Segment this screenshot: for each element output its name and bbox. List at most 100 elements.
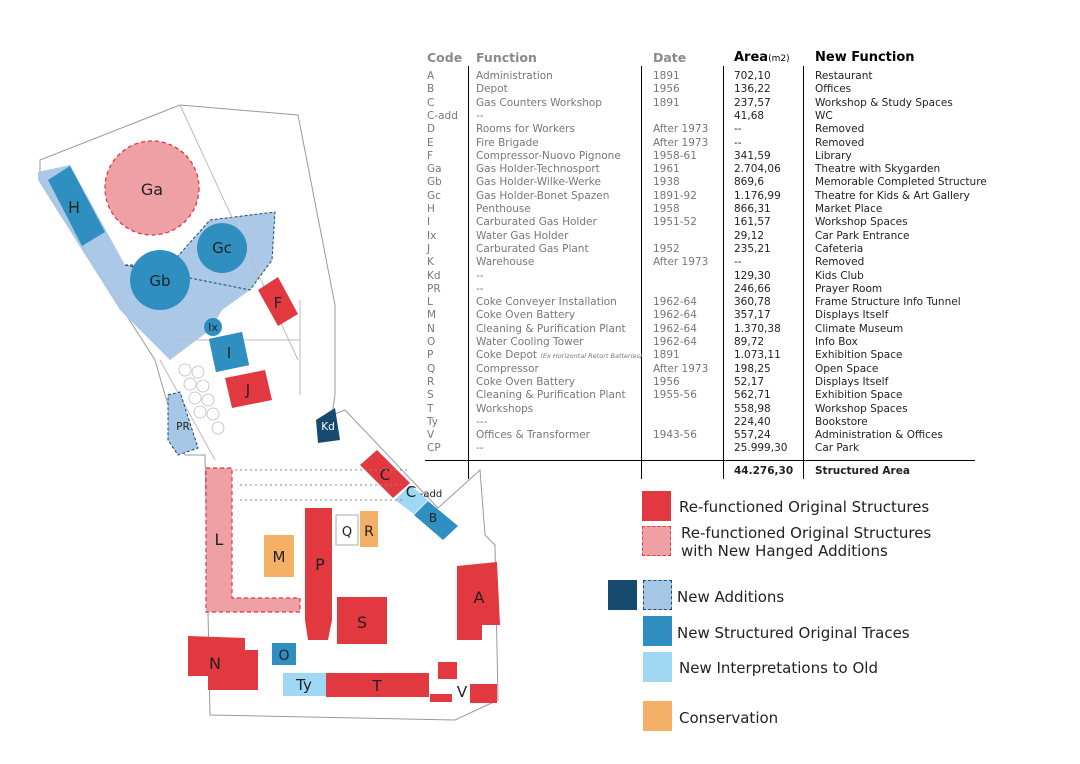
cell-new-function-text: Workshop Spaces [815,216,908,229]
cell-code-text: Q [427,362,436,375]
cell-code: Gc [427,190,441,202]
legend-label: Re-functioned Original Structures [679,498,930,516]
building-c-add [395,485,428,514]
cell-date-text: 1956 [653,83,680,96]
cell-date: 1891 [653,97,680,109]
cell-function-text: -- [476,109,484,122]
legend-swatch-navy [608,580,637,610]
cell-code: Kd [427,270,441,282]
legend-label: New Additions [677,588,785,606]
cell-area-text: 2.704,06 [734,163,781,176]
cell-function: Rooms for Workers [476,123,575,135]
cell-code: F [427,150,433,162]
cell-date: After 1973 [653,137,708,149]
label-q: Q [342,525,352,540]
building-gc [197,223,247,273]
cell-code-text: PR [427,282,441,295]
cell-area-text: 198,25 [734,362,771,375]
label-pr: PR [176,421,190,433]
cell-date-text: 1891 [653,70,680,82]
cell-code-text: R [427,375,435,388]
legend-swatch-red [642,491,671,521]
cell-function-text: Administration [476,70,553,82]
cell-code-text: L [427,296,433,309]
cell-area-text: 1.176,99 [734,189,781,202]
building-c [360,450,410,498]
cell-area: 866,31 [734,203,771,215]
label-ga: Ga [141,180,163,199]
cell-function: Gas Counters Workshop [476,97,602,109]
cell-function-text: Offices & Transformer [476,429,590,442]
cell-new-function: Removed [815,123,864,135]
cell-function-text: Workshops [476,402,534,415]
cell-function-text: Coke Oven Battery [476,375,576,388]
cell-area: 136,22 [734,83,771,95]
cell-code-text: Ty [427,415,438,428]
cell-area-text: 558,98 [734,402,771,415]
cell-function: Coke Oven Battery [476,309,575,321]
label-kd: Kd [321,421,335,433]
building-ga [104,140,200,236]
building-v-2 [470,684,497,703]
cell-area: 1.370,38 [734,323,781,335]
header-area-unit: (m2) [768,54,790,64]
cell-code: L [427,296,433,308]
cell-code: R [427,376,434,388]
cell-new-function-text: Removed [815,123,865,136]
cell-new-function-text: Cafeteria [815,242,864,255]
label-l: L [215,530,224,549]
cell-function-text: Gas Counters Workshop [476,96,602,109]
cell-code-text: S [427,389,434,402]
cell-function: Carburated Gas Holder [476,216,597,228]
cell-area-text: 869,6 [734,176,765,189]
cell-area-text: 161,57 [734,216,771,229]
cell-area-text: -- [734,256,742,269]
cell-date-text: 1962-64 [653,296,697,309]
cell-new-function: Displays Itself [815,376,888,388]
label-s: S [357,613,367,632]
cell-function: Water Cooling Tower [476,336,583,348]
cell-new-function: WC [815,110,833,122]
building-kd [316,408,340,443]
cell-date: 1955-56 [653,389,697,401]
cell-new-function: Car Park [815,442,859,454]
cell-code: H [427,203,435,215]
cell-function-text: Coke Conveyer Installation [476,296,617,309]
header-area-label: Area [734,50,769,65]
cell-function-text: Coke Depot [476,349,538,362]
cell-code-text: V [427,429,435,442]
cell-area: 161,57 [734,216,771,228]
building-j [225,370,272,408]
cell-new-function-text: Exhibition Space [815,389,903,402]
building-i [208,331,250,373]
cell-function-note: (Ex Horizontal Retort Batteries) [540,352,643,361]
cell-area-text: 235,21 [734,242,771,255]
cell-code-text: C [427,96,435,109]
cell-new-function: Memorable Completed Structure [815,176,987,188]
label-v: V [457,683,468,701]
cell-function-text: Fire Brigade [476,136,539,149]
cell-new-function: Restaurant [815,70,872,82]
cell-new-function: Administration & Offices [815,429,943,441]
cell-area: 235,21 [734,243,771,255]
cell-area-text: 136,22 [734,83,771,96]
cell-area: 198,25 [734,363,771,375]
label-ty: Ty [295,676,312,694]
cell-new-function: Market Place [815,203,882,215]
cell-code: K [427,256,434,268]
cell-new-function-text: Theatre with Skygarden [815,163,941,176]
cell-code-text: Gc [427,189,441,202]
cell-date: 1943-56 [653,429,697,441]
building-h [48,166,105,246]
cell-new-function: Theatre for Kids & Art Gallery [815,190,970,202]
cell-new-function-text: Displays Itself [815,309,889,322]
